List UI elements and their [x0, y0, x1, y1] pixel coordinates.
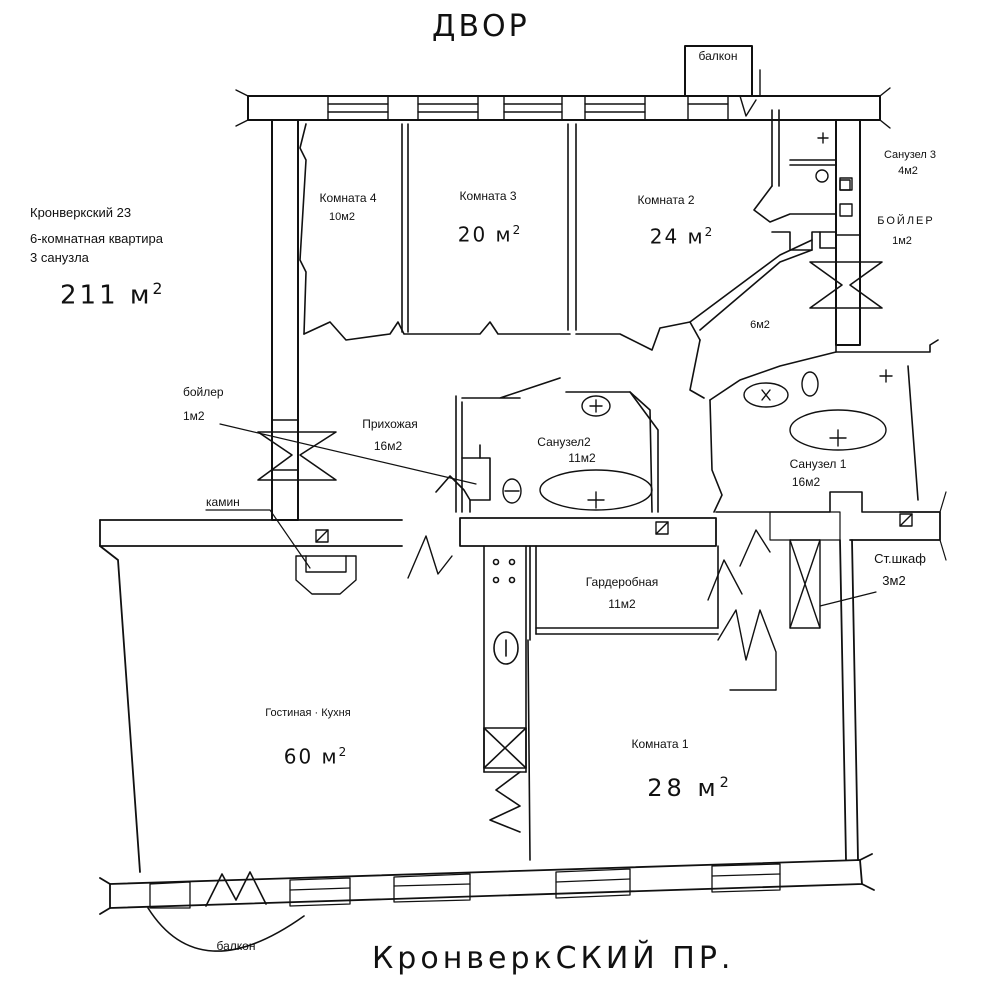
- boiler-callout: [219, 423, 477, 485]
- boiler-right-name: БОЙЛЕР: [877, 215, 935, 227]
- middle-doors: [407, 529, 777, 691]
- bath2-fixtures: [502, 395, 653, 511]
- left-upper-wall: [271, 119, 299, 521]
- courtyard-label: ДВОР: [432, 9, 530, 44]
- room1-area: 28 м2: [647, 774, 733, 802]
- street-label: КронверкСКИЙ ПР.: [372, 941, 735, 976]
- bath1-area: 16м2: [791, 475, 821, 489]
- apartment-type-text: 6-комнатная квартира: [30, 231, 163, 246]
- closet-symbol: [789, 539, 877, 629]
- bottom-balcony: [147, 871, 305, 952]
- lower-mid-wall: [489, 639, 531, 861]
- hall-name: Прихожая: [362, 417, 418, 431]
- bath2-area: 11м2: [568, 451, 596, 465]
- bath1-name: Санузел 1: [789, 457, 847, 471]
- corridor-area: 6м2: [750, 319, 770, 331]
- hall-area: 16м2: [373, 439, 403, 453]
- wardrobe-walls: [529, 545, 719, 641]
- closet-name: Ст.шкаф: [874, 551, 926, 566]
- room4-area: 10м2: [329, 211, 355, 223]
- bath2-name: Санузел2: [537, 435, 591, 449]
- middle-right-walls: [689, 339, 939, 513]
- top-windows: [327, 95, 729, 121]
- bath1-fixtures: [743, 369, 893, 451]
- bottom-windows: [149, 863, 781, 909]
- room3-area: 20 м2: [457, 222, 523, 247]
- boiler-left-area: 1м2: [183, 409, 205, 423]
- boiler-left-name: бойлер: [183, 385, 224, 399]
- fireplace-label: камин: [206, 495, 240, 509]
- vent-squares: [315, 179, 913, 543]
- wardrobe-area: 11м2: [608, 597, 636, 611]
- fireplace-symbol: [205, 509, 357, 595]
- bath3-area: 4м2: [898, 165, 918, 177]
- kitchen-counter: [483, 545, 527, 773]
- top-room-partitions: [299, 109, 837, 351]
- top-outer-wall: [235, 87, 891, 129]
- room2-name: Комната 2: [637, 193, 695, 207]
- bath3-fixtures: [815, 132, 853, 217]
- right-upper-wall: [835, 119, 861, 346]
- left-boiler-symbol: [257, 431, 337, 481]
- top-balcony: [684, 45, 761, 117]
- room1-name: Комната 1: [631, 737, 689, 751]
- lower-right-wall: [839, 539, 859, 861]
- balcony-top-label: балкон: [698, 49, 738, 63]
- right-boiler-symbol: [809, 261, 883, 309]
- total-area-text: 211 м2: [60, 280, 166, 311]
- boiler-right-area: 1м2: [892, 235, 912, 247]
- balcony-bottom-label: балкон: [216, 939, 256, 953]
- address-text: Кронверкский 23: [30, 205, 132, 220]
- bath2-walls: [435, 377, 659, 513]
- closet-area: 3м2: [882, 573, 906, 588]
- living-kitchen-area: 60 м2: [283, 744, 349, 769]
- wardrobe-name: Гардеробная: [585, 575, 659, 589]
- room4-name: Комната 4: [319, 191, 377, 205]
- lower-left-wall: [99, 545, 141, 873]
- room2-area: 24 м2: [649, 224, 715, 249]
- street-outer-wall: [99, 853, 875, 915]
- bath3-name: Санузел 3: [883, 149, 937, 161]
- living-kitchen-name: Гостиная · Кухня: [265, 707, 351, 719]
- room3-name: Комната 3: [459, 189, 517, 203]
- bathrooms-count-text: 3 санузла: [30, 250, 89, 265]
